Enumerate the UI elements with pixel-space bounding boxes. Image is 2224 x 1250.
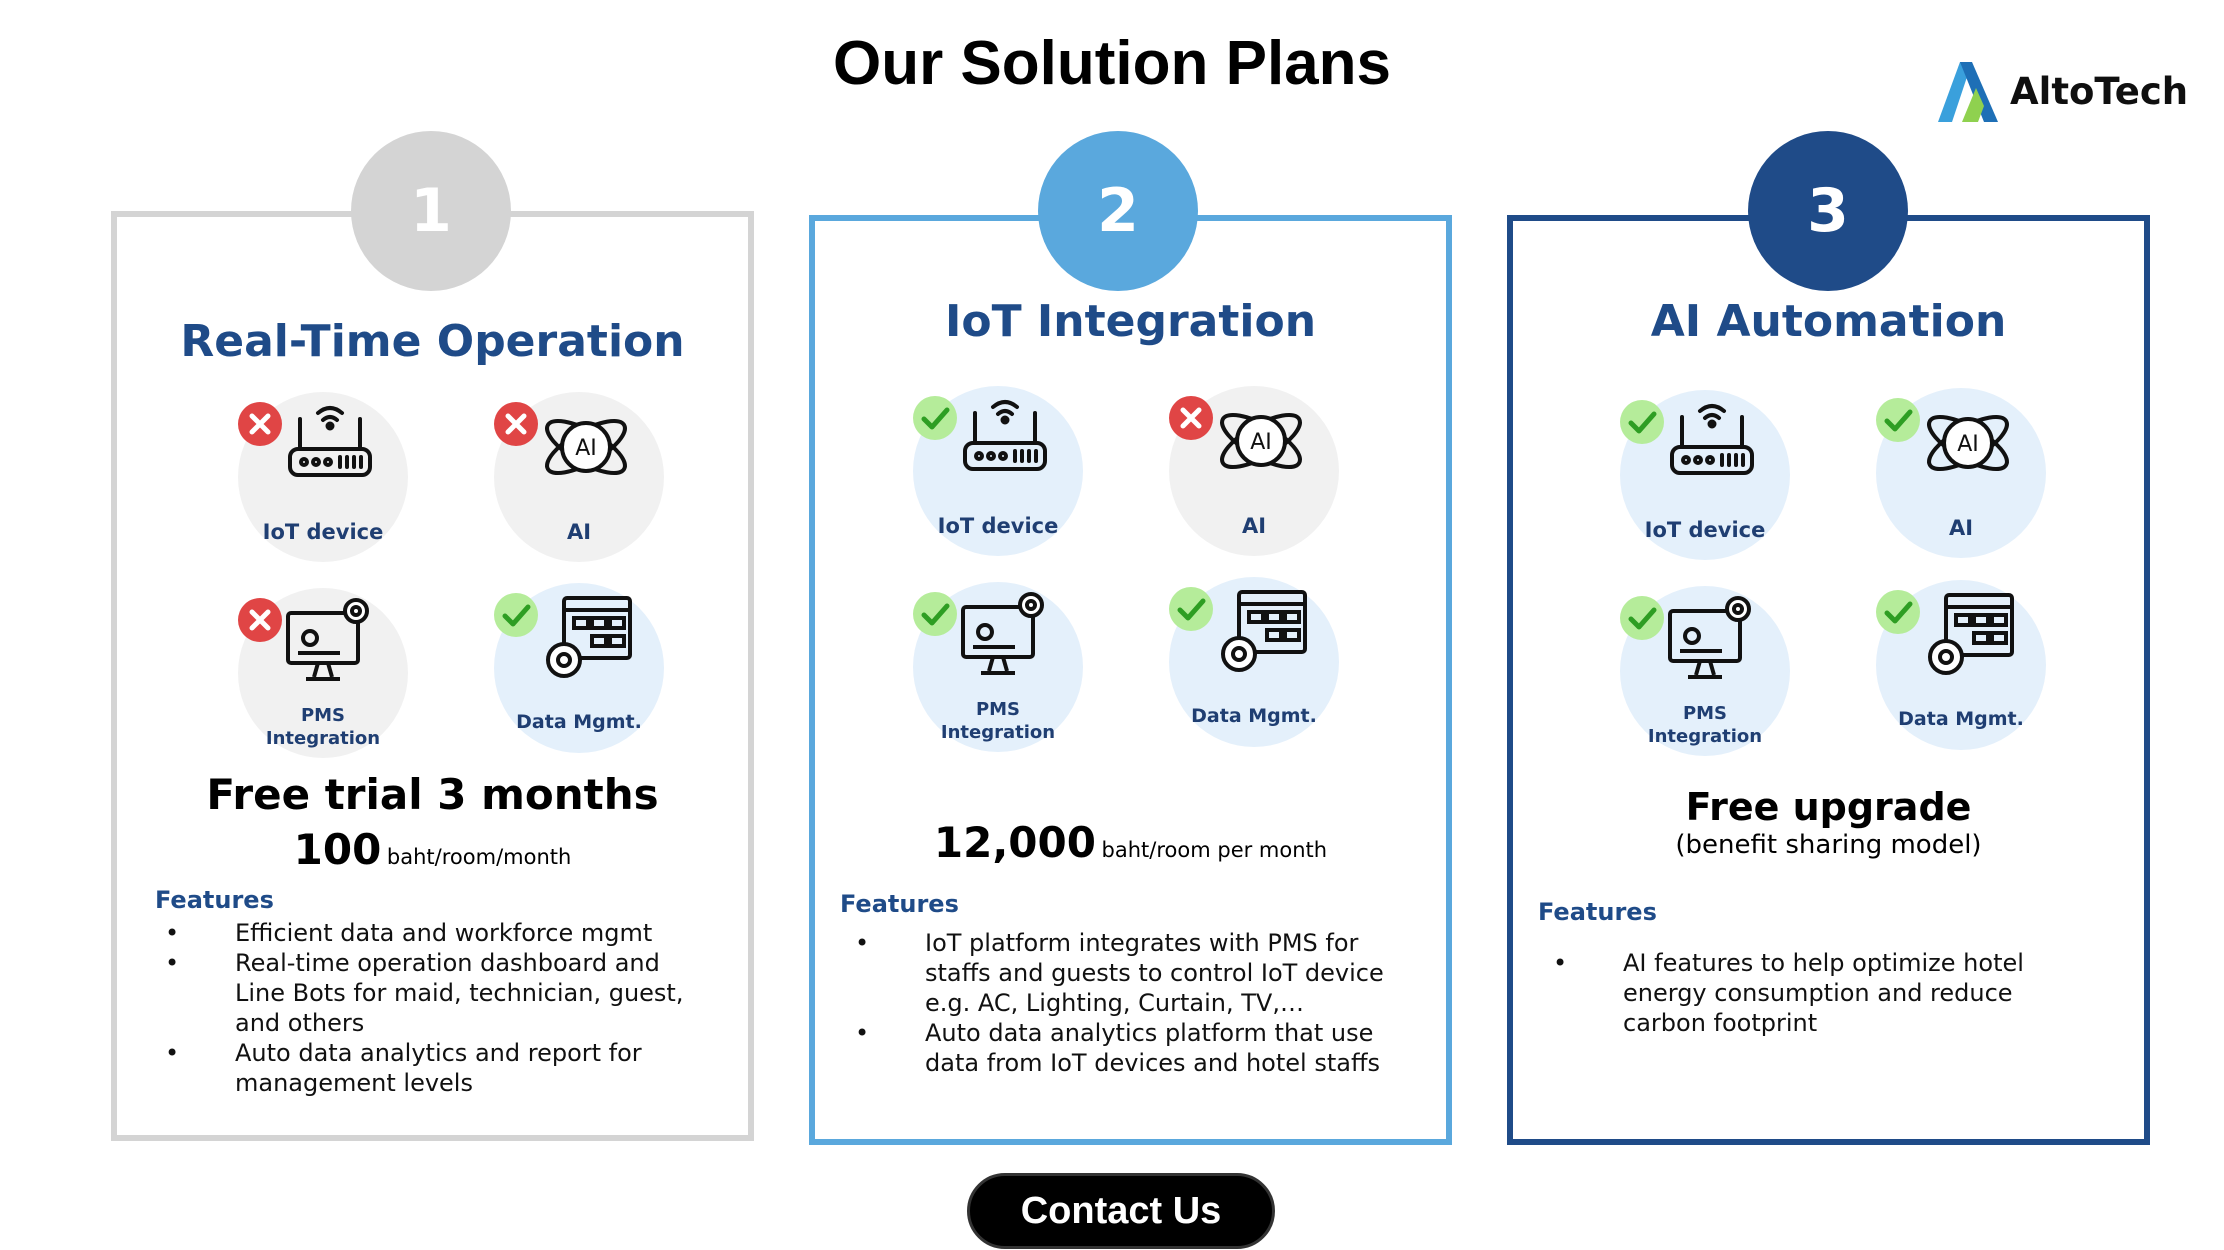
tile-label-line: PMS	[300, 705, 346, 726]
tile-label-line: Integration	[265, 728, 381, 749]
included-check-icon	[913, 592, 957, 636]
altotech-mark-icon	[1938, 62, 1998, 122]
plan-headline: Free trial 3 months	[206, 770, 659, 819]
ai-atom-icon: AI	[1220, 413, 1302, 469]
altotech-logo: AltoTech	[1930, 62, 2200, 124]
tile-label-line: PMS	[1682, 703, 1728, 724]
not-included-cross-icon	[1169, 396, 1213, 440]
monitor-gear-icon	[1668, 596, 1751, 679]
included-check-icon	[1169, 587, 1213, 631]
plan-title: AI Automation	[1650, 296, 2007, 347]
features-heading: Features	[155, 886, 274, 914]
page-title: Our Solution Plans	[832, 29, 1392, 98]
tile-label: PMS Integration	[883, 698, 1113, 744]
tile-label: IoT device	[1644, 518, 1766, 542]
data-window-gear-icon	[546, 596, 632, 678]
price-unit: baht/room per month	[1101, 838, 1328, 862]
plan-subheadline: (benefit sharing model)	[1675, 830, 1982, 860]
features-list: Efficient data and workforce mgmt Real-t…	[155, 918, 745, 1098]
plan-title: Real-Time Operation	[180, 316, 685, 367]
not-included-cross-icon	[238, 402, 282, 446]
data-window-gear-icon	[1221, 590, 1307, 672]
plan-number-badge: 1	[351, 131, 511, 291]
feature-item: Auto data analytics platform that usedat…	[845, 1018, 1445, 1078]
not-included-cross-icon	[494, 402, 538, 446]
feature-tile-pms-integration: PMS Integration	[1620, 586, 1790, 756]
tile-label: Data Mgmt.	[1191, 705, 1317, 727]
feature-item: Auto data analytics and report formanage…	[155, 1038, 745, 1098]
price-unit: baht/room/month	[386, 845, 572, 869]
features-heading: Features	[1538, 898, 1657, 926]
tile-label-line: Integration	[940, 722, 1056, 743]
tile-label-line: Integration	[1647, 726, 1763, 747]
tile-label: PMS Integration	[208, 704, 438, 750]
tile-label-line: PMS	[975, 699, 1021, 720]
included-check-icon	[913, 396, 957, 440]
plan-price: 100 baht/room/month	[111, 825, 754, 874]
included-check-icon	[494, 593, 538, 637]
data-window-gear-icon	[1928, 593, 2014, 675]
included-check-icon	[1876, 398, 1920, 442]
feature-tile-pms-integration: PMS Integration	[238, 588, 408, 758]
feature-item: Efficient data and workforce mgmt	[155, 918, 745, 948]
feature-tile-ai: AI AI	[1169, 386, 1339, 556]
included-check-icon	[1876, 590, 1920, 634]
feature-tile-iot-device: IoT device	[1620, 390, 1790, 560]
features-list: IoT platform integrates with PMS forstaf…	[845, 928, 1445, 1078]
router-icon	[288, 406, 372, 477]
monitor-gear-icon	[286, 598, 369, 681]
svg-text:AI: AI	[575, 436, 597, 461]
tile-label: AI	[1948, 516, 1974, 540]
tile-label: Data Mgmt.	[516, 711, 642, 733]
feature-item: AI features to help optimize hotelenergy…	[1543, 948, 2133, 1038]
tile-label: IoT device	[262, 520, 384, 544]
feature-tile-data-mgmt: Data Mgmt.	[494, 583, 664, 753]
router-icon	[1670, 404, 1754, 475]
features-heading: Features	[840, 890, 959, 918]
monitor-gear-icon	[961, 592, 1044, 675]
feature-tile-iot-device: IoT device	[238, 392, 408, 562]
plan-title: IoT Integration	[944, 296, 1317, 347]
plan-headline: Free upgrade	[1685, 785, 1972, 829]
router-icon	[963, 400, 1047, 471]
svg-text:AI: AI	[1250, 430, 1272, 455]
plan-price: 12,000 baht/room per month	[809, 818, 1452, 867]
tile-label: IoT device	[937, 514, 1059, 538]
tile-label: PMS Integration	[1590, 702, 1820, 748]
ai-atom-icon: AI	[545, 419, 627, 475]
feature-tile-iot-device: IoT device	[913, 386, 1083, 556]
tile-label: Data Mgmt.	[1898, 708, 2024, 730]
tile-label: AI	[1241, 514, 1267, 538]
price-amount: 100	[293, 825, 382, 874]
ai-atom-icon: AI	[1927, 415, 2009, 471]
plan-number-badge: 2	[1038, 131, 1198, 291]
price-amount: 12,000	[933, 818, 1096, 867]
tile-label: AI	[566, 520, 592, 544]
feature-tile-data-mgmt: Data Mgmt.	[1876, 580, 2046, 750]
not-included-cross-icon	[238, 598, 282, 642]
contact-us-button[interactable]: Contact Us	[967, 1173, 1275, 1249]
included-check-icon	[1620, 400, 1664, 444]
feature-tile-ai: AI AI	[494, 392, 664, 562]
feature-tile-data-mgmt: Data Mgmt.	[1169, 577, 1339, 747]
included-check-icon	[1620, 596, 1664, 640]
feature-tile-ai: AI AI	[1876, 388, 2046, 558]
feature-item: IoT platform integrates with PMS forstaf…	[845, 928, 1445, 1018]
feature-tile-pms-integration: PMS Integration	[913, 582, 1083, 752]
features-list: AI features to help optimize hotelenergy…	[1543, 948, 2133, 1038]
svg-text:AI: AI	[1957, 432, 1979, 457]
plan-number-badge: 3	[1748, 131, 1908, 291]
logo-text: AltoTech	[2010, 70, 2189, 113]
